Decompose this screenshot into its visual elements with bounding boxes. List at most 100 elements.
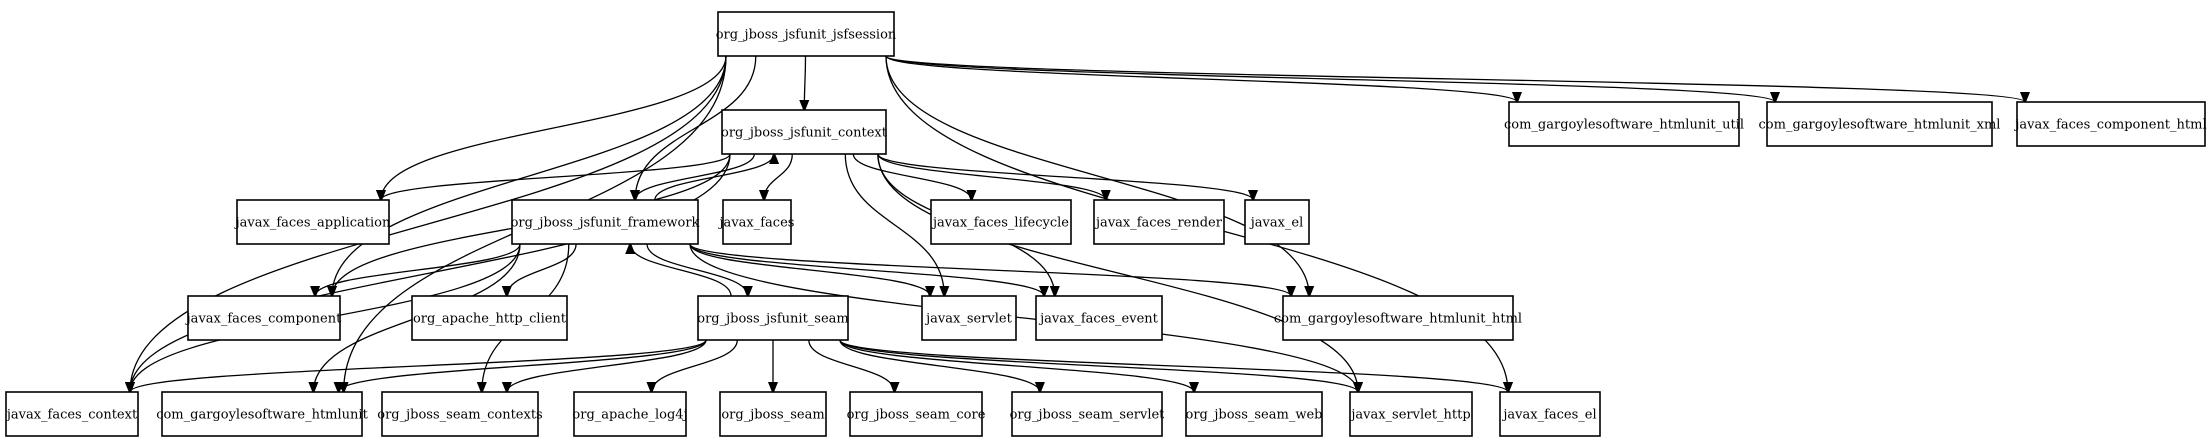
node-box [236, 199, 390, 245]
node-box [5, 391, 139, 437]
node-label: javax_faces_lifecycle [931, 216, 1069, 231]
node-jboss_seam[interactable]: org_jboss_seam [719, 391, 827, 437]
node-box [1035, 295, 1163, 341]
node-faces_context[interactable]: javax_faces_context [5, 391, 139, 437]
node-box [1011, 391, 1163, 437]
edge-context-to-render [877, 153, 1106, 200]
node-box [381, 391, 539, 437]
node-label: javax_faces [718, 216, 795, 231]
edge-context-to-faces [764, 153, 793, 200]
node-faces[interactable]: javax_faces [718, 199, 795, 245]
edge-seam-to-seam_core [808, 339, 895, 392]
node-seam_web[interactable]: org_jboss_seam_web [1185, 391, 1323, 437]
node-box [511, 199, 699, 245]
edge-seam-to-faces_el [839, 339, 1508, 392]
node-context[interactable]: org_jboss_jsfunit_context [721, 109, 888, 155]
node-label: org_apache_http_client [413, 312, 567, 327]
edge-jsfsession-to-hu_util [885, 55, 1517, 102]
node-label: org_apache_log4j [572, 408, 687, 423]
node-framework[interactable]: org_jboss_jsfunit_framework [511, 199, 700, 245]
edge-context-to-lifecycle [852, 153, 971, 200]
node-seam_contexts[interactable]: org_jboss_seam_contexts [377, 391, 543, 437]
edge-context-to-servlet [844, 153, 944, 296]
edge-jsfsession-to-context [804, 55, 805, 110]
node-label: javax_faces_context [5, 408, 138, 423]
node-label: javax_servlet [924, 312, 1012, 327]
edge-seam-to-servlet_http [839, 339, 1358, 392]
node-label: com_gargoylesoftware_htmlunit_html [1274, 312, 1522, 327]
edge-seam-to-faces_context [130, 339, 707, 392]
node-seam_core[interactable]: org_jboss_seam_core [847, 391, 986, 437]
nodes-layer: org_jboss_jsfunit_jsfsession org_jboss_js… [5, 11, 2207, 437]
node-box [849, 391, 983, 437]
node-lifecycle[interactable]: javax_faces_lifecycle [930, 199, 1072, 245]
node-servlet_http[interactable]: javax_servlet_http [1349, 391, 1473, 437]
node-box [161, 391, 363, 437]
edge-framework-to-seam [646, 243, 748, 296]
node-seam_servlet[interactable]: org_jboss_seam_servlet [1010, 391, 1166, 437]
node-label: javax_faces_component_html [2013, 118, 2206, 133]
node-label: javax_servlet_http [1349, 408, 1470, 423]
node-box [717, 11, 895, 57]
edge-jsfsession-to-framework [635, 55, 757, 200]
node-comp_html[interactable]: javax_faces_component_html [2013, 101, 2207, 147]
node-label: org_jboss_seam_servlet [1010, 408, 1166, 423]
edge-context-to-servlet_http [877, 153, 1358, 392]
node-box [2016, 101, 2206, 147]
node-box [921, 295, 1017, 341]
node-label: javax_faces_event [1038, 312, 1159, 327]
node-label: org_jboss_seam [721, 408, 824, 423]
node-label: org_jboss_seam_core [847, 408, 986, 423]
node-servlet[interactable]: javax_servlet [921, 295, 1017, 341]
node-hu_util[interactable]: com_gargoylesoftware_htmlunit_util [1504, 101, 1744, 147]
node-el[interactable]: javax_el [1244, 199, 1310, 245]
edge-seam-to-htmlunit [339, 339, 707, 392]
node-box [411, 295, 568, 341]
node-box [930, 199, 1072, 245]
node-label: org_jboss_jsfunit_seam [697, 312, 848, 327]
node-box [1508, 101, 1740, 147]
node-hu_xml[interactable]: com_gargoylesoftware_htmlunit_xml [1759, 101, 2001, 147]
node-render[interactable]: javax_faces_render [1093, 199, 1225, 245]
node-application[interactable]: javax_faces_application [234, 199, 391, 245]
node-label: javax_faces_el [1501, 408, 1596, 423]
node-box [722, 199, 792, 245]
node-hu_html[interactable]: com_gargoylesoftware_htmlunit_html [1274, 295, 1522, 341]
edge-jsfsession-to-comp_html [885, 55, 2025, 102]
edge-framework-to-servlet_http [689, 243, 1358, 392]
edge-jsfsession-to-component [332, 55, 727, 296]
node-box [1185, 391, 1323, 437]
node-box [1499, 391, 1601, 437]
edge-framework-to-component [315, 243, 521, 296]
node-box [719, 391, 827, 437]
node-box [721, 109, 887, 155]
node-log4j[interactable]: org_apache_log4j [572, 391, 688, 437]
node-jsfsession[interactable]: org_jboss_jsfunit_jsfsession [716, 11, 897, 57]
node-component[interactable]: javax_faces_component [185, 295, 342, 341]
edge-framework-to-event [689, 243, 1044, 296]
node-label: com_gargoylesoftware_htmlunit_util [1504, 118, 1744, 133]
node-event[interactable]: javax_faces_event [1035, 295, 1163, 341]
edge-framework-to-hu_html [689, 243, 1291, 296]
node-faces_el[interactable]: javax_faces_el [1499, 391, 1601, 437]
edge-jsfsession-to-faces_context [130, 55, 727, 392]
edge-jsfsession-to-hu_html [885, 55, 1309, 296]
node-box [697, 295, 849, 341]
node-label: com_gargoylesoftware_htmlunit_xml [1759, 118, 2001, 133]
node-htmlunit[interactable]: com_gargoylesoftware_htmlunit [156, 391, 369, 437]
node-label: com_gargoylesoftware_htmlunit [156, 408, 368, 423]
edge-framework-to-http_client [507, 243, 577, 296]
edge-context-to-framework [635, 153, 755, 200]
node-box [1282, 295, 1514, 341]
edge-seam-to-framework [630, 244, 732, 297]
edge-context-to-el [877, 153, 1253, 200]
node-label: org_jboss_jsfunit_jsfsession [716, 28, 897, 43]
node-http_client[interactable]: org_apache_http_client [411, 295, 568, 341]
node-label: javax_el [1249, 216, 1304, 231]
edge-seam-to-seam_web [839, 339, 1194, 392]
node-box [1349, 391, 1473, 437]
node-box [1244, 199, 1310, 245]
node-label: org_jboss_jsfunit_framework [511, 216, 700, 231]
node-seam[interactable]: org_jboss_jsfunit_seam [697, 295, 849, 341]
